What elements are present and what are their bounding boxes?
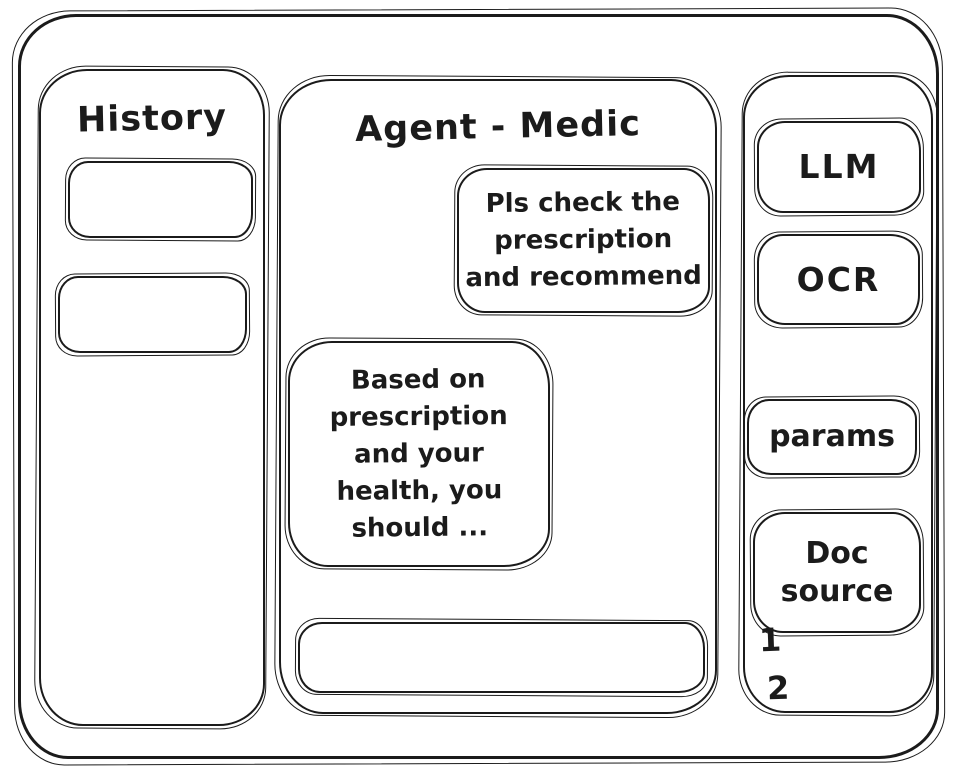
chat-panel: Agent - Medic Pls check the prescription… [279,79,717,714]
agent-message-bubble: Based on prescription and your health, y… [288,341,550,567]
doc-source-button[interactable]: Doc source [753,512,921,633]
params-button[interactable]: params [747,399,917,475]
agent-message-text: Based on prescription and your health, y… [329,364,508,544]
llm-button[interactable]: LLM [757,121,921,213]
doc-source-item[interactable]: 2 [766,668,790,708]
ocr-button[interactable]: OCR [757,234,920,325]
history-item[interactable] [58,276,247,353]
message-input[interactable] [300,624,703,691]
message-input-container [298,622,705,693]
user-message-bubble: Pls check the prescription and recommend [457,168,710,313]
history-sidebar: History [39,69,265,726]
history-title: History [76,97,228,141]
doc-source-item[interactable]: 1 [758,620,782,660]
window-frame: History Agent - Medic Pls check the pres… [18,14,939,759]
user-message-text: Pls check the prescription and recommend [465,187,703,294]
tools-sidebar: LLM OCR params Doc source 1 2 [743,75,933,713]
history-item[interactable] [68,161,253,238]
chat-title: Agent - Medic [354,104,642,150]
